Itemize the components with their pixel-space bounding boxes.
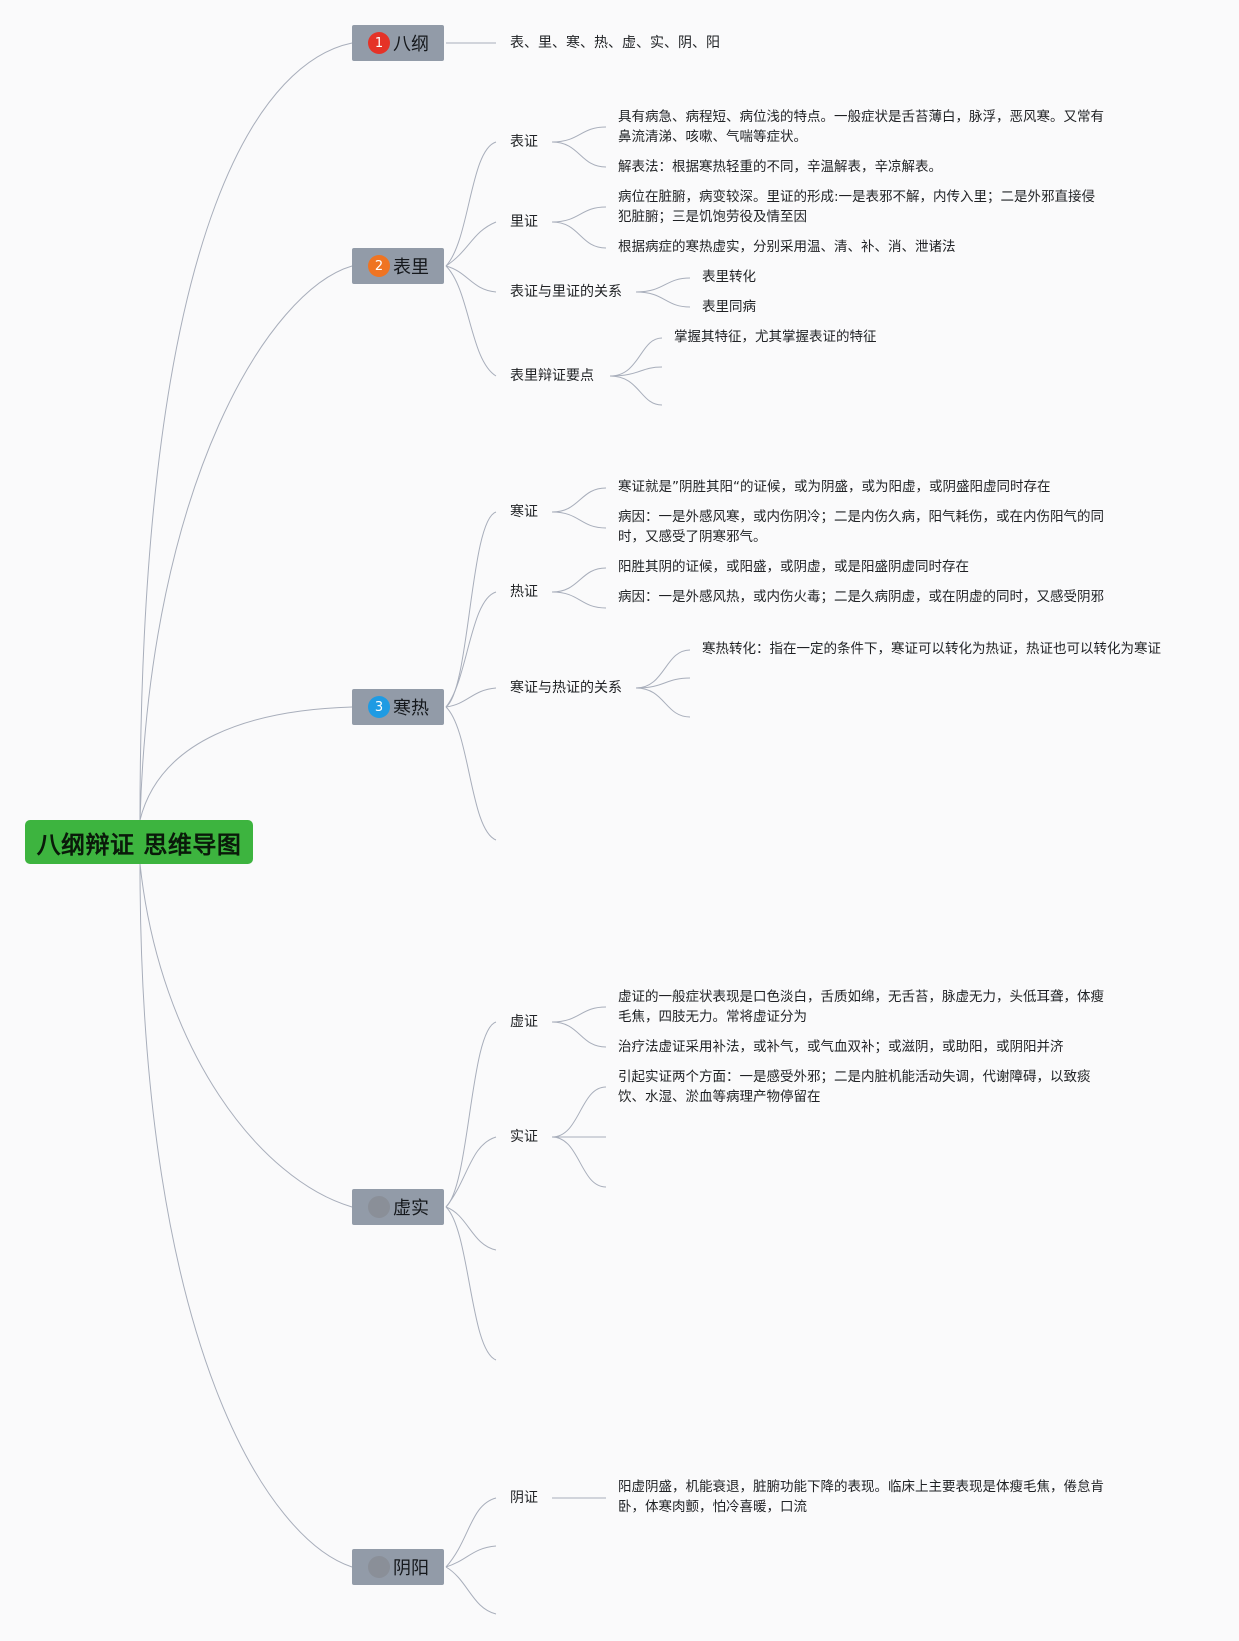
leaf-lizheng-1[interactable]: 病位在脏腑，病变较深。里证的形成:一是表邪不解，内传入里；二是外邪直接侵犯脏腑；… [618,189,1096,225]
leaf-biaozheng-2[interactable]: 解表法：根据寒热轻重的不同，辛温解表，辛凉解表。 [618,159,942,175]
leaf-lizheng-2[interactable]: 根据病症的寒热虚实，分别采用温、清、补、消、泄诸法 [618,239,956,255]
subtopic-hanzheng[interactable]: 寒证 [510,504,538,520]
topic-biaoli[interactable]: 2 表里 [352,248,444,284]
connector-yinyang-yinzheng [445,1497,497,1568]
connector-xuzheng-leaf2 [551,1021,607,1048]
leaf-biaoli-guanxi-1[interactable]: 表里转化 [702,269,756,285]
connector-hanzheng-leaf2 [551,511,607,529]
connector-yinyang-empty2 [445,1566,497,1615]
leaf-xuzheng-2[interactable]: 治疗法虚证采用补法，或补气，或气血双补；或滋阴，或助阳，或阴阳并济 [618,1039,1064,1055]
leaf-hanre-guanxi-1[interactable]: 寒热转化：指在一定的条件下，寒证可以转化为热证，热证也可以转化为寒证 [702,641,1161,657]
connector-xushi-shizheng [445,1136,497,1208]
connector-biaoli-yaodian [445,265,497,377]
connector-root-biaoli [139,265,353,821]
connector-yaodian-leaf2 [609,366,663,377]
badge-2-icon: 2 [368,255,390,277]
subtopic-shizheng[interactable]: 实证 [510,1129,538,1145]
badge-3-icon: 3 [368,696,390,718]
topic-bagang[interactable]: 1 八纲 [352,25,444,61]
leaf-hanzheng-1[interactable]: 寒证就是”阴胜其阳“的证候，或为阴盛，或为阳虚，或阴盛阳虚同时存在 [618,479,1051,495]
connector-yaodian-leaf1 [609,337,663,377]
connector-biaoli-lizheng [445,221,497,267]
bagang-summary[interactable]: 表、里、寒、热、虚、实、阴、阳 [510,35,720,51]
connector-xushi-empty2 [445,1206,497,1361]
connector-hanre-guanxi-leaf1 [635,649,691,689]
leaf-biaoli-guanxi-2[interactable]: 表里同病 [702,299,756,315]
subtopic-hanre-guanxi[interactable]: 寒证与热证的关系 [510,680,622,696]
subtopic-biaozheng[interactable]: 表证 [510,134,538,150]
subtopic-lizheng[interactable]: 里证 [510,214,538,230]
topic-label: 虚实 [393,1198,429,1219]
connector-hanre-rezheng [445,591,497,708]
leaf-yinzheng-1[interactable]: 阳虚阴盛，机能衰退，脏腑功能下降的表现。临床上主要表现是体瘦毛焦，倦怠肯卧，体寒… [618,1479,1104,1515]
connector-yinyang-empty1 [445,1545,497,1568]
leaf-hanzheng-2[interactable]: 病因：一是外感风寒，或内伤阴冷；二是内伤久病，阳气耗伤，或在内伤阳气的同时，又感… [618,509,1104,545]
topic-xushi[interactable]: 虚实 [352,1189,444,1225]
connector-hanre-guanxi [445,687,497,708]
connector-biaoli-biaozheng [445,141,497,267]
connector-hanzheng-leaf1 [551,487,607,513]
subtopic-xuzheng[interactable]: 虚证 [510,1014,538,1030]
leaf-biaozheng-1[interactable]: 具有病急、病程短、病位浅的特点。一般症状是舌苔薄白，脉浮，恶风寒。又常有鼻流清涕… [618,109,1104,145]
topic-label: 表里 [393,257,429,278]
connector-hanre-guanxi-leaf2 [635,677,691,689]
subtopic-yinzheng[interactable]: 阴证 [510,1490,538,1506]
connector-biaoli-guanxi-leaf1 [635,277,691,293]
connector-root-bagang [139,42,353,821]
subtopic-biaoli-yaodian[interactable]: 表里辩证要点 [510,368,594,384]
subtopic-biaoli-guanxi[interactable]: 表证与里证的关系 [510,284,622,300]
topic-label: 阴阳 [393,1558,429,1579]
topic-yinyang[interactable]: 阴阳 [352,1549,444,1585]
connector-biaoli-guanxi [445,265,497,293]
leaf-shizheng-1[interactable]: 引起实证两个方面：一是感受外邪；二是内脏机能活动失调，代谢障碍，以致痰饮、水湿、… [618,1069,1091,1105]
topic-label: 寒热 [393,698,429,719]
connector-lizheng-leaf1 [551,206,607,223]
badge-4-icon [368,1196,390,1218]
connector-hanre-guanxi-leaf3 [635,687,691,718]
connector-root-yinyang [139,863,353,1568]
connector-root-hanre [139,706,353,821]
connector-biaozheng-leaf2 [551,141,607,168]
root-topic[interactable]: 八纲辩证 思维导图 [25,820,253,864]
connector-biaoli-guanxi-leaf2 [635,291,691,308]
connector-rezheng-leaf1 [551,567,607,593]
badge-1-icon: 1 [368,32,390,54]
topic-label: 八纲 [393,34,429,55]
connector-hanre-hanzheng [445,511,497,708]
leaf-rezheng-1[interactable]: 阳胜其阴的证候，或阳盛，或阴虚，或是阳盛阴虚同时存在 [618,559,969,575]
connector-xushi-xuzheng [445,1021,497,1208]
connector-yaodian-leaf3 [609,375,663,406]
topic-hanre[interactable]: 3 寒热 [352,689,444,725]
connector-biaozheng-leaf1 [551,126,607,143]
connector-lizheng-leaf2 [551,221,607,249]
badge-5-icon [368,1556,390,1578]
connector-shizheng-leaf1 [551,1086,607,1138]
connector-hanre-empty [445,706,497,841]
root-title: 八纲辩证 思维导图 [36,830,242,859]
subtopic-rezheng[interactable]: 热证 [510,584,538,600]
connector-xushi-empty1 [445,1206,497,1251]
leaf-rezheng-2[interactable]: 病因：一是外感风热，或内伤火毒；二是久病阴虚，或在阴虚的同时，又感受阴邪 [618,589,1104,605]
leaf-yaodian-1[interactable]: 掌握其特征，尤其掌握表证的特征 [674,329,877,345]
connector-rezheng-leaf2 [551,591,607,609]
connector-root-xushi [139,863,353,1208]
connector-xuzheng-leaf1 [551,1006,607,1023]
connector-shizheng-leaf3 [551,1136,607,1188]
leaf-xuzheng-1[interactable]: 虚证的一般症状表现是口色淡白，舌质如绵，无舌苔，脉虚无力，头低耳聋，体瘦毛焦，四… [618,989,1104,1025]
